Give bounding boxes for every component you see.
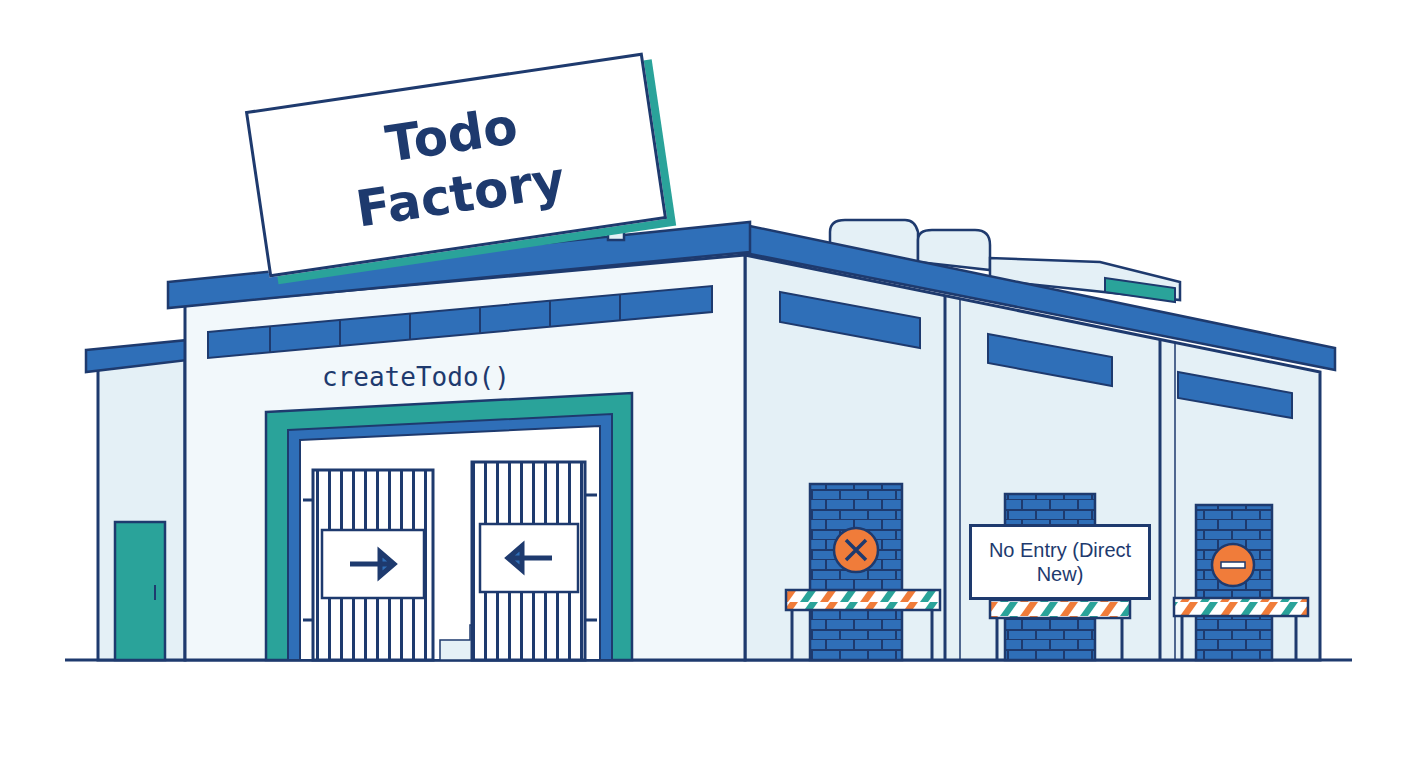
sign-text: Todo Factory bbox=[271, 80, 641, 251]
no-entry-sign: No Entry (Direct New) bbox=[969, 524, 1151, 600]
method-label: createTodo() bbox=[322, 362, 510, 392]
sign-text: No Entry (Direct New) bbox=[982, 538, 1138, 586]
